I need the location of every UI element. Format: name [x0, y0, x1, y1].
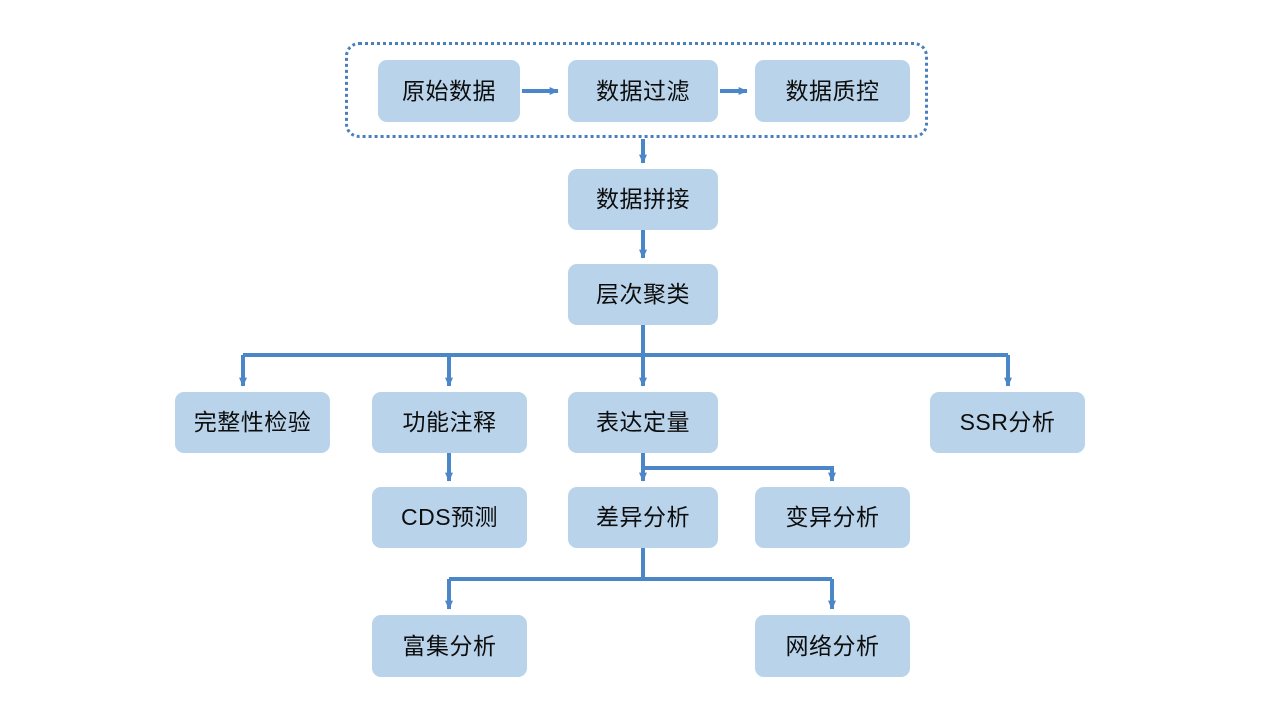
node-differential-analysis[interactable]: 差异分析 [568, 487, 718, 548]
node-expression-quantification[interactable]: 表达定量 [568, 392, 718, 453]
node-ssr-analysis[interactable]: SSR分析 [930, 392, 1085, 453]
node-network-analysis[interactable]: 网络分析 [755, 615, 910, 677]
preprocess-group-box [345, 42, 928, 138]
node-variant-analysis[interactable]: 变异分析 [755, 487, 910, 548]
node-enrichment-analysis[interactable]: 富集分析 [372, 615, 527, 677]
node-hierarchical-cluster[interactable]: 层次聚类 [568, 264, 718, 325]
node-integrity-check[interactable]: 完整性检验 [175, 392, 330, 453]
node-data-qc[interactable]: 数据质控 [755, 60, 910, 122]
node-data-filter[interactable]: 数据过滤 [568, 60, 718, 122]
node-data-assembly[interactable]: 数据拼接 [568, 169, 718, 230]
node-cds-prediction[interactable]: CDS预测 [372, 487, 527, 548]
edge-quant-to-variant [643, 466, 836, 482]
node-functional-annotation[interactable]: 功能注释 [372, 392, 527, 453]
node-raw-data[interactable]: 原始数据 [378, 60, 520, 122]
